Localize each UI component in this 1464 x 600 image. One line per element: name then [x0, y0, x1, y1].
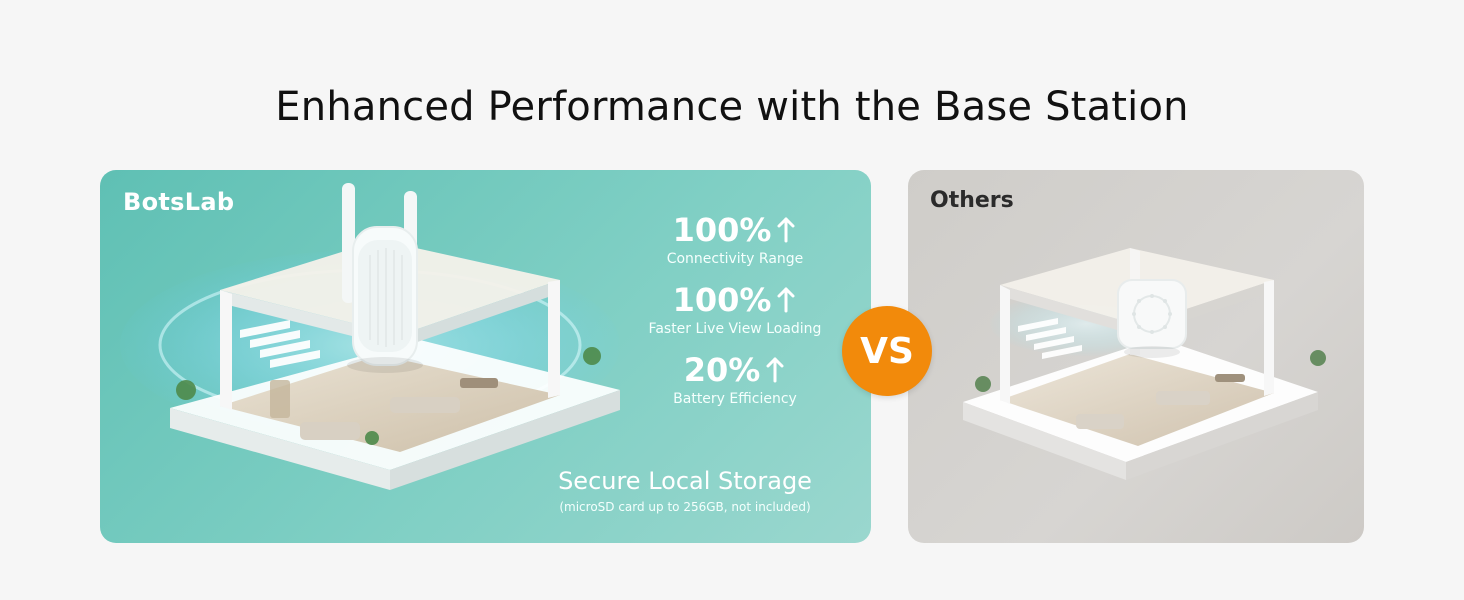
stat-percent: 100% — [672, 211, 772, 249]
local-storage-feature: Secure Local Storage (microSD card up to… — [530, 466, 840, 516]
stat-label: Connectivity Range — [666, 251, 804, 267]
storage-subtitle: (microSD card up to 256GB, not included) — [559, 500, 811, 514]
stat-value: 20% — [684, 350, 787, 390]
stat-value: 100% — [673, 210, 798, 250]
storage-title: Secure Local Storage — [558, 467, 812, 495]
stat-live-view: 100% Faster Live View Loading — [640, 280, 830, 338]
up-arrow-icon — [766, 357, 784, 383]
performance-stats: 100% Connectivity Range 100% Faster Live… — [640, 210, 830, 420]
router-hub-icon — [1117, 279, 1187, 358]
base-station-house-illustration — [120, 183, 620, 490]
up-arrow-icon — [777, 217, 795, 243]
up-arrow-icon — [777, 287, 795, 313]
brand-logo: BotsLab — [123, 188, 235, 216]
stat-connectivity: 100% Connectivity Range — [640, 210, 830, 268]
others-title: Others — [930, 188, 1014, 213]
stat-value: 100% — [673, 280, 798, 320]
stat-percent: 20% — [683, 351, 761, 389]
stat-percent: 100% — [672, 281, 772, 319]
page-headline: Enhanced Performance with the Base Stati… — [275, 84, 1189, 130]
stat-label: Faster Live View Loading — [648, 321, 822, 337]
stat-label: Battery Efficiency — [673, 391, 797, 407]
others-house-illustration — [963, 248, 1326, 480]
base-station-panel: BotsLab 100% Connectivity Range 100% Fas… — [100, 170, 871, 543]
vs-badge: VS — [842, 306, 932, 396]
base-station-icon — [342, 183, 423, 373]
others-panel: Others — [908, 170, 1364, 543]
stat-battery: 20% Battery Efficiency — [640, 350, 830, 408]
